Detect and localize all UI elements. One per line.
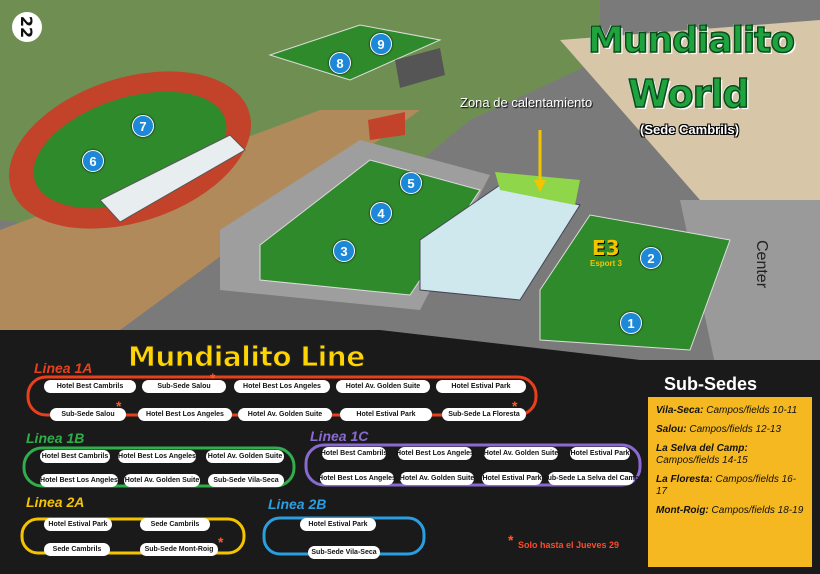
star-1a-bottom-left: * [116,398,122,414]
star-2a: * [218,534,224,550]
stop-1c-bottom-3: Hotel Estival Park [482,472,542,485]
loop-linea-1c [304,443,642,487]
stop-1b-bottom-2: Hotel Av. Golden Suite [124,474,200,487]
stop-1b-bottom-1: Hotel Best Los Angeles [40,474,118,487]
stop-1c-top-2: Hotel Best Los Angeles [396,447,474,460]
building-89 [395,48,445,88]
subsede-item: La Selva del Camp: Campos/fields 14-15 [656,443,804,467]
stop-1a-top-5: Hotel Estival Park [436,380,526,393]
stop-1c-bottom-1: Hotel Best Los Angeles [318,472,396,485]
subsede-item: La Floresta: Campos/fields 16-17 [656,474,804,498]
subsede-item: Mont-Roig: Campos/fields 18-19 [656,505,804,517]
stop-1b-top-1: Hotel Best Cambrils [40,450,110,463]
subsede-place: La Floresta: [656,474,713,485]
stop-2b-top-1: Hotel Estival Park [300,518,376,531]
map-subtitle: (Sede Cambrils) [640,122,739,137]
field-marker-6: 6 [82,150,104,172]
field-marker-8: 8 [329,52,351,74]
map-title-line1: Mundialito [587,19,796,62]
field-marker-1: 1 [620,312,642,334]
stop-1a-top-2: Sub-Sede Salou [142,380,226,393]
subsede-item: Vila-Seca: Campos/fields 10-11 [656,405,804,417]
subsede-place: Vila-Seca: [656,405,704,416]
line-name-1c: Linea 1C [310,428,369,444]
stop-1c-top-4: Hotel Estival Park [570,447,630,460]
stop-1b-top-2: Hotel Best Los Angeles [118,450,196,463]
warmup-label: Zona de calentamiento [460,95,593,110]
stop-2a-bottom-2: Sub-Sede Mont-Roig [140,543,218,556]
field-marker-3: 3 [333,240,355,262]
stop-1a-bottom-4: Hotel Estival Park [340,408,432,421]
sand-area [560,20,820,200]
stop-1c-bottom-4: Sub-Sede La Selva del Camp [543,472,639,485]
field-marker-5: 5 [400,172,422,194]
subsede-item: Salou: Campos/fields 12-13 [656,424,804,436]
stop-1c-bottom-2: Hotel Av. Golden Suite [400,472,474,485]
subsede-place: Salou: [656,424,687,435]
line-name-2a: Linea 2A [26,494,85,510]
stop-1a-top-3: Hotel Best Los Angeles [234,380,330,393]
routes-title: Mundialito Line [128,340,366,374]
field-1-2-grass [539,214,731,351]
warmup-zone [495,172,580,205]
subsede-place: La Selva del Camp: [656,443,748,454]
red-containers [368,112,405,140]
stop-2a-bottom-1: Sede Cambrils [44,543,110,556]
stop-2a-top-1: Hotel Estival Park [44,518,112,531]
line-name-1a: Linea 1A [34,360,93,376]
route-note: Solo hasta el Jueves 29 [518,540,620,550]
line-name-2b: Linea 2B [268,496,327,512]
stop-1c-top-1: Hotel Best Cambrils [321,447,387,460]
stop-1c-top-3: Hotel Av. Golden Suite [484,447,558,460]
subsede-fields: Campos/fields 12-13 [689,424,782,435]
subsedes-list: Vila-Seca: Campos/fields 10-11 Salou: Ca… [648,397,812,567]
stop-1b-top-3: Hotel Av. Golden Suite [206,450,284,463]
subsede-place: Mont-Roig: [656,505,709,516]
line-name-1b: Linea 1B [26,430,85,446]
dirt-road [0,110,420,330]
field-marker-2: 2 [640,247,662,269]
field-marker-9: 9 [370,33,392,55]
subsede-fields: Campos/fields 16-17 [656,474,797,497]
stop-1a-bottom-5: Sub-Sede La Floresta [442,408,526,421]
map-title-line2: World [627,71,750,117]
stop-1a-top-1: Hotel Best Cambrils [44,380,136,393]
brand-sub: Esport 3 [590,259,623,268]
stop-1a-top-4: Hotel Av. Golden Suite [336,380,430,393]
subsedes-title: Sub-Sedes [664,374,758,394]
stop-1a-bottom-2: Hotel Best Los Angeles [138,408,232,421]
indoor-building [419,184,581,301]
field-marker-7: 7 [132,115,154,137]
note-star: * [508,532,514,548]
star-1a-top: * [210,370,216,386]
stop-1a-bottom-1: Sub-Sede Salou [50,408,126,421]
stop-2a-top-2: Sede Cambrils [140,518,210,531]
subsede-fields: Campos/fields 10-11 [706,405,798,416]
subsede-fields: Campos/fields 14-15 [656,455,748,466]
stand-building [99,134,246,223]
stop-2b-bottom-1: Sub-Sede Vila-Seca [308,546,380,559]
stop-1a-bottom-3: Hotel Av. Golden Suite [238,408,332,421]
stop-1b-bottom-3: Sub-Sede Vila-Seca [208,474,284,487]
field-8-9-grass [268,24,442,81]
warmup-arrow-head [534,180,546,192]
loop-linea-2a [20,517,246,555]
brand-logo: E3 [592,236,620,260]
field-marker-4: 4 [370,202,392,224]
subsede-fields: Campos/fields 18-19 [711,505,804,516]
star-1a-bottom-right: * [512,398,518,414]
